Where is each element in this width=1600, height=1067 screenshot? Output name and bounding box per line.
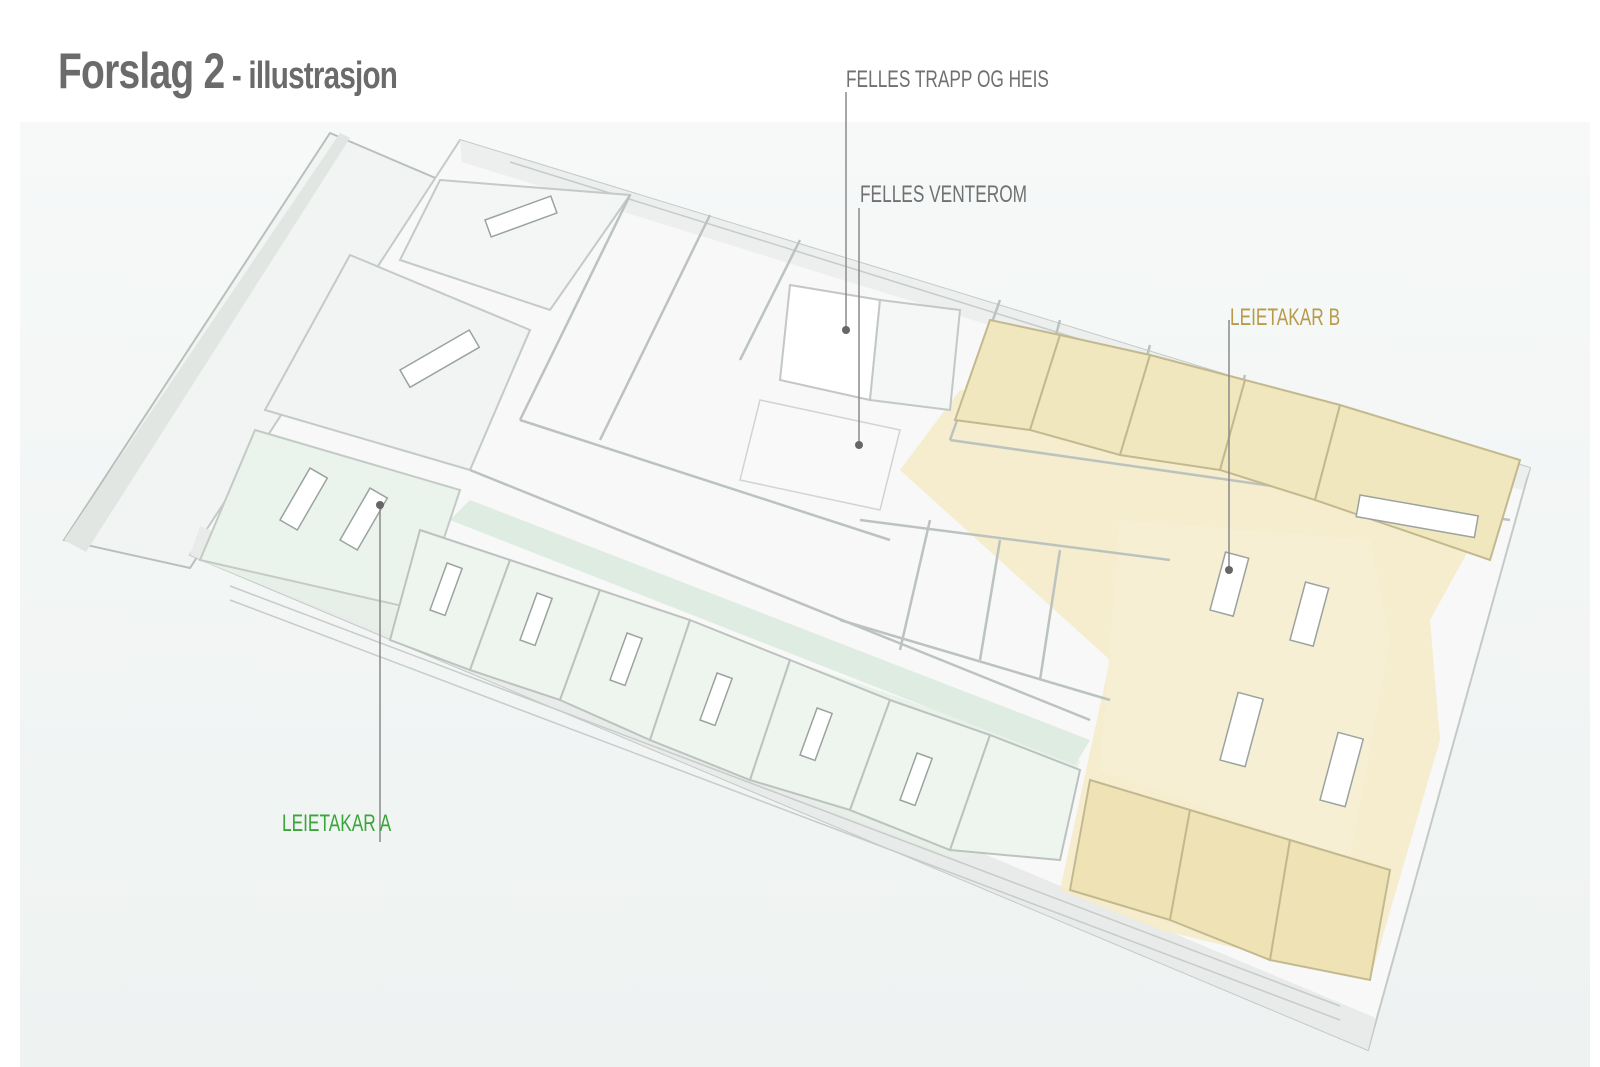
label-felles-venterom: FELLES VENTEROM — [860, 181, 1028, 208]
terrace-railing — [64, 133, 350, 552]
page-title: Forslag 2 - illustrasjon — [58, 43, 398, 99]
label-felles-trapp-og-heis: FELLES TRAPP OG HEIS — [846, 66, 1049, 93]
desks — [278, 195, 1480, 808]
terrace — [62, 131, 442, 570]
leader-dots — [376, 326, 1233, 574]
label-leietakar-a: LEIETAKAR A — [282, 810, 392, 837]
stair-elevator-core — [778, 283, 962, 412]
title-sub: illustrasjon — [248, 55, 398, 97]
south-windows — [229, 585, 1341, 1021]
leietakar-a-corridor — [450, 500, 1090, 765]
label-leietakar-b: LEIETAKAR B — [1230, 304, 1341, 331]
tenant-b-office-cells — [1068, 778, 1392, 982]
title-main: Forslag 2 — [58, 43, 225, 99]
felles-venterom-floor — [739, 399, 901, 511]
west-meeting-rooms — [198, 178, 632, 612]
title-separator: - — [224, 55, 249, 97]
leader-lines — [379, 92, 1230, 842]
